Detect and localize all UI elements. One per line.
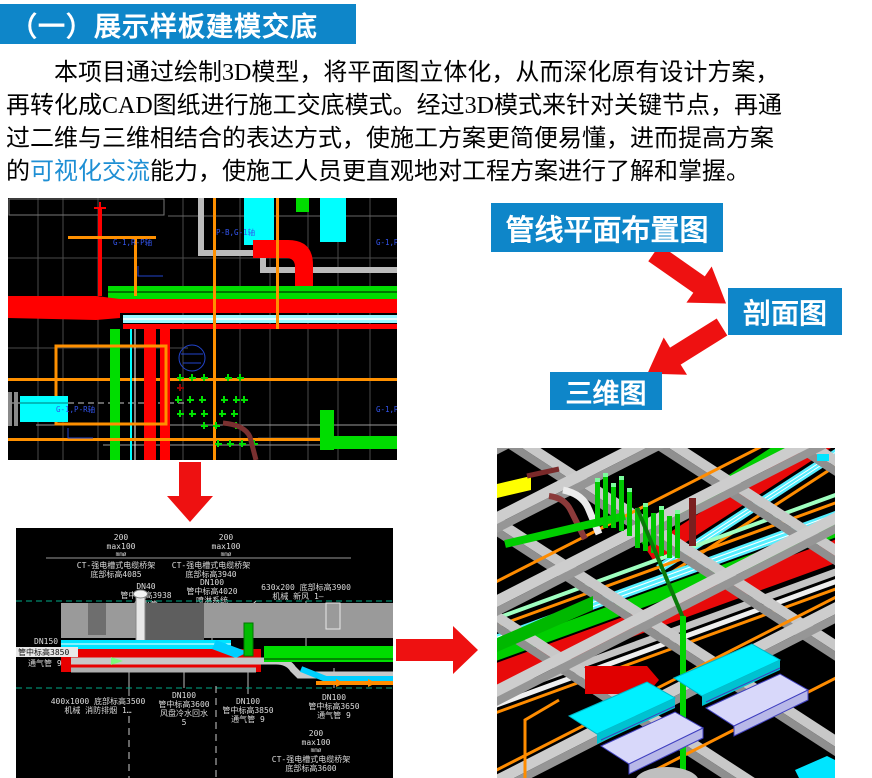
plan-leader-lines <box>67 266 163 439</box>
annotation: 200 <box>114 533 129 542</box>
down-arrow <box>167 462 213 522</box>
three-d-model-image <box>497 448 835 778</box>
annotation: DN100 <box>200 578 224 587</box>
label-plan-view: 管线平面布置图 <box>491 203 723 252</box>
annotation: 通气管 9 <box>28 658 62 668</box>
plan-darkred-pipe <box>222 420 259 460</box>
arrow-section-to-3d <box>647 318 728 375</box>
annotation: 管中标高3650 <box>308 701 359 711</box>
annotation: 机械 消防排烟 1… <box>64 705 131 715</box>
annotation: 管中标高3600 <box>158 699 209 709</box>
annotation: max100 <box>107 542 136 551</box>
label-text: 管线平面布置图 <box>505 214 709 247</box>
threed-bottom-details <box>523 454 835 778</box>
annotation: 底部标高3600 <box>285 763 336 773</box>
annotation: 管中标高3850 <box>18 647 69 657</box>
plan-orange-room <box>54 344 168 426</box>
annotation: 底部标高4085 <box>90 569 141 579</box>
plan-cyan-duct-bottomleft <box>8 392 68 426</box>
annotation: 5 <box>182 718 187 727</box>
section-slab <box>61 602 393 641</box>
label-section-view: 剖面图 <box>728 288 842 335</box>
label-3d-view: 三维图 <box>550 372 662 410</box>
page-title: （一）展示样板建模交底 <box>10 11 318 42</box>
axis-label: G-1,R <box>376 238 397 247</box>
plan-sprinkler-markers <box>175 374 258 447</box>
title-banner: （一）展示样板建模交底 <box>0 4 356 44</box>
axis-label: P-B,G-1轴 <box>216 227 255 237</box>
annotation: mmø <box>311 747 322 754</box>
annotation: DN40 <box>136 582 155 591</box>
axis-label: G-1,P-R轴 <box>56 404 95 414</box>
threed-green-drop-pipe <box>635 507 686 778</box>
threed-fancoil-unit <box>672 643 810 737</box>
section-dashed-verticals <box>128 686 217 778</box>
paragraph-line: 过二维与三维相结合的表达方式，使施工方案更简便易懂，进而提高方案 <box>6 126 774 152</box>
paragraph-line: 的可视化交流能力，使施工人员更直观地对工程方案进行了解和掌握。 <box>6 156 868 189</box>
annotation: mmø <box>221 551 232 558</box>
section-bottom-annotations: 400x1000 底部标高3500 机械 消防排烟 1… DN100 管中标高3… <box>51 691 360 773</box>
annotation: 200 <box>309 729 324 738</box>
paragraph-line: 本项目通过绘制3D模型，将平面图立体化，从而深化原有设计方案， <box>6 60 780 86</box>
plan-axis-labels: G-1,R-P轴 P-B,G-1轴 G-1,R G-1,P-R轴 G-1,R <box>56 227 397 414</box>
highlight-text: 可视化交流 <box>30 159 150 185</box>
axis-label: G-1,R <box>376 405 397 414</box>
annotation: DN100 <box>236 697 260 706</box>
annotation: CT-强电槽式电缆桥架 <box>77 560 155 570</box>
annotation: DN100 <box>172 691 196 700</box>
annotation: CT-强电槽式电缆桥架 <box>172 560 250 570</box>
label-text: 三维图 <box>565 378 647 409</box>
annotation: 风盘冷水回水 <box>160 708 208 718</box>
axis-label: G-1,R-P轴 <box>113 237 152 247</box>
paragraph-text: 能力，使施工人员更直观地对工程方案进行了解和掌握。 <box>150 159 750 185</box>
annotation: 通气管 9 <box>231 714 265 724</box>
annotation: 喷淋系统 <box>196 595 228 605</box>
section-dn150-label: DN150 管中标高3850 通气管 9 <box>16 637 78 668</box>
pipeline-plan-image: G-1,R-P轴 P-B,G-1轴 G-1,R G-1,P-R轴 G-1,R <box>8 198 397 460</box>
annotation: 630x200 底部标高3900 <box>261 582 351 592</box>
annotation: 管中标高4020 <box>186 586 237 596</box>
annotation: CT-强电槽式电缆桥架 <box>272 754 350 764</box>
annotation: 200 <box>219 533 234 542</box>
flow-arrows <box>647 245 728 375</box>
intro-paragraph: 本项目通过绘制3D模型，将平面图立体化，从而深化原有设计方案， 再转化成CAD图… <box>6 57 868 189</box>
label-text: 剖面图 <box>742 297 827 329</box>
annotation: 底部标高3940 <box>185 569 236 579</box>
annotation: DN150 <box>34 637 58 646</box>
annotation: max100 <box>212 542 241 551</box>
plan-cyan-equipment <box>244 198 346 245</box>
right-arrow <box>396 626 478 674</box>
section-pipe-bands <box>61 622 393 687</box>
plan-green-L-duct <box>320 410 397 450</box>
plan-red-elbow <box>253 240 313 298</box>
plan-valve-symbol <box>178 344 206 372</box>
paragraph-line: 再转化成CAD图纸进行施工交底模式。经过3D模式来针对关键节点，再通 <box>6 93 783 119</box>
plan-main-runs <box>8 286 397 381</box>
annotation: DN100 <box>322 693 346 702</box>
paragraph-text: 的 <box>6 159 30 185</box>
annotation: max100 <box>302 738 331 747</box>
annotation: 机械 新风 1— <box>272 591 323 601</box>
section-view-image: 200 max100 mmø 200 max100 mmø CT-强电槽式电缆桥… <box>16 528 393 778</box>
annotation: mmø <box>116 551 127 558</box>
annotation: 通气管 9 <box>317 710 351 720</box>
threed-fancoil-unit <box>567 681 705 775</box>
annotation: 管中标高3850 <box>222 705 273 715</box>
arrow-plan-to-section <box>648 245 727 304</box>
annotation: 400x1000 底部标高3500 <box>51 696 146 706</box>
